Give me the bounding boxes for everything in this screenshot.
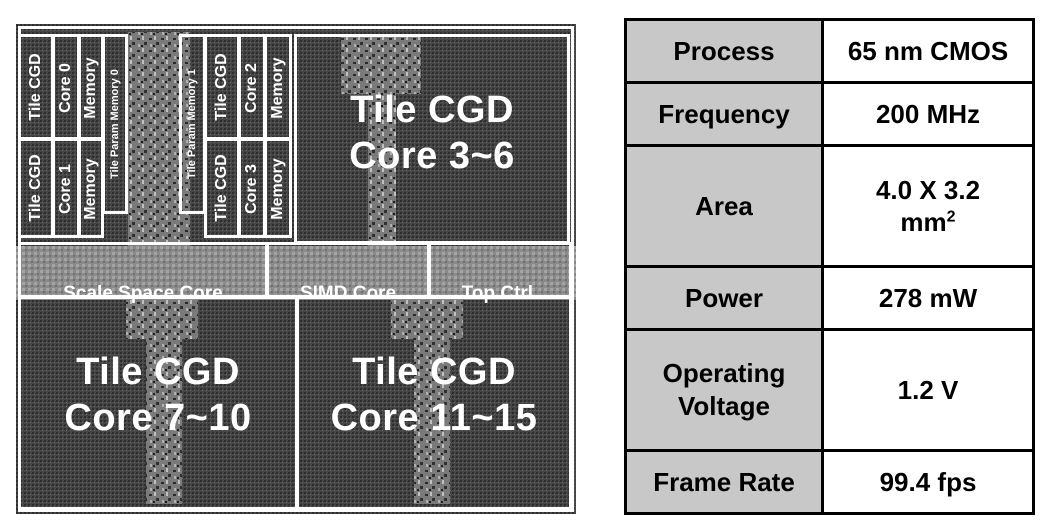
spec-value-process: 65 nm CMOS: [821, 17, 1035, 85]
spec-key-operating: Operating: [662, 358, 786, 389]
label-core3-line2: Core 3: [243, 164, 260, 214]
block-mem1: [78, 138, 104, 238]
table-row: Frequency 200 MHz: [624, 81, 1035, 148]
label-param1: Tile Param Memory 1: [186, 69, 198, 179]
spec-table: Process 65 nm CMOS Frequency 200 MHz Are…: [624, 17, 1035, 516]
label-mem0: Memory: [82, 57, 99, 119]
spec-value-power: 278 mW: [821, 264, 1035, 332]
label-mem1: Memory: [82, 158, 99, 220]
table-row: Process 65 nm CMOS: [624, 17, 1035, 85]
label-cores-11-15-line1: Tile CGD: [352, 351, 516, 393]
table-row: Area 4.0 X 3.2 mm2: [624, 144, 1035, 268]
spec-value-frequency: 200 MHz: [821, 81, 1035, 148]
spec-key-frame-rate: Frame Rate: [624, 448, 824, 516]
label-core3-line1: Tile CGD: [213, 154, 230, 222]
spec-value-frame-rate: 99.4 fps: [821, 448, 1035, 516]
label-top-ctrl: Top Ctrl.: [461, 283, 539, 304]
table-row: Operating Voltage 1.2 V: [624, 328, 1035, 452]
spec-value-voltage: 1.2 V: [821, 328, 1035, 452]
label-scale-space-core: Scale Space Core: [63, 283, 223, 304]
label-core1-line2: Core 1: [57, 164, 74, 214]
die-photo: Tile CGD Core 0 Memory Tile Param Memory…: [16, 24, 576, 514]
spec-value-area-exponent: 2: [946, 208, 956, 226]
label-mem3: Memory: [269, 158, 286, 220]
label-cores-3-6: Tile CGD Core 3~6: [301, 88, 563, 179]
table-row: Frame Rate 99.4 fps: [624, 448, 1035, 516]
label-mem2: Memory: [269, 57, 286, 119]
label-core2-line1: Tile CGD: [213, 53, 230, 121]
label-cores-11-15-line2: Core 11~15: [330, 396, 538, 439]
label-core2-line2: Core 2: [243, 63, 260, 113]
label-core0-line2: Core 0: [57, 63, 74, 113]
spec-value-area-dims: 4.0 X 3.2: [875, 174, 981, 205]
block-param0: [102, 34, 128, 214]
label-cores-3-6-line1: Tile CGD: [350, 89, 514, 131]
spec-key-voltage: Voltage: [678, 390, 770, 421]
label-simd-core: SIMD Core: [299, 283, 397, 304]
spec-value-area-unit-line: mm2: [828, 206, 1028, 239]
label-core0-line1: Tile CGD: [27, 53, 44, 121]
label-cores-3-6-line2: Core 3~6: [349, 134, 515, 177]
block-top-ctrl: [428, 242, 572, 298]
spec-key-process: Process: [624, 17, 824, 85]
spec-key-area: Area: [624, 144, 824, 268]
spec-key-power: Power: [624, 264, 824, 332]
label-cores-7-10-line2: Core 7~10: [64, 396, 252, 439]
label-core1-line1: Tile CGD: [27, 154, 44, 222]
spec-key-frequency: Frequency: [624, 81, 824, 148]
label-cores-7-10: Tile CGD Core 7~10: [26, 350, 290, 441]
table-row: Power 278 mW: [624, 264, 1035, 332]
label-cores-7-10-line1: Tile CGD: [76, 351, 240, 393]
label-cores-11-15: Tile CGD Core 11~15: [302, 350, 566, 441]
block-mem3: [264, 138, 292, 238]
label-param0: Tile Param Memory 0: [109, 69, 121, 179]
spec-value-area: 4.0 X 3.2 mm2: [821, 144, 1035, 268]
spec-value-area-unit: mm: [900, 207, 947, 238]
spec-key-operating-voltage: Operating Voltage: [624, 328, 824, 452]
